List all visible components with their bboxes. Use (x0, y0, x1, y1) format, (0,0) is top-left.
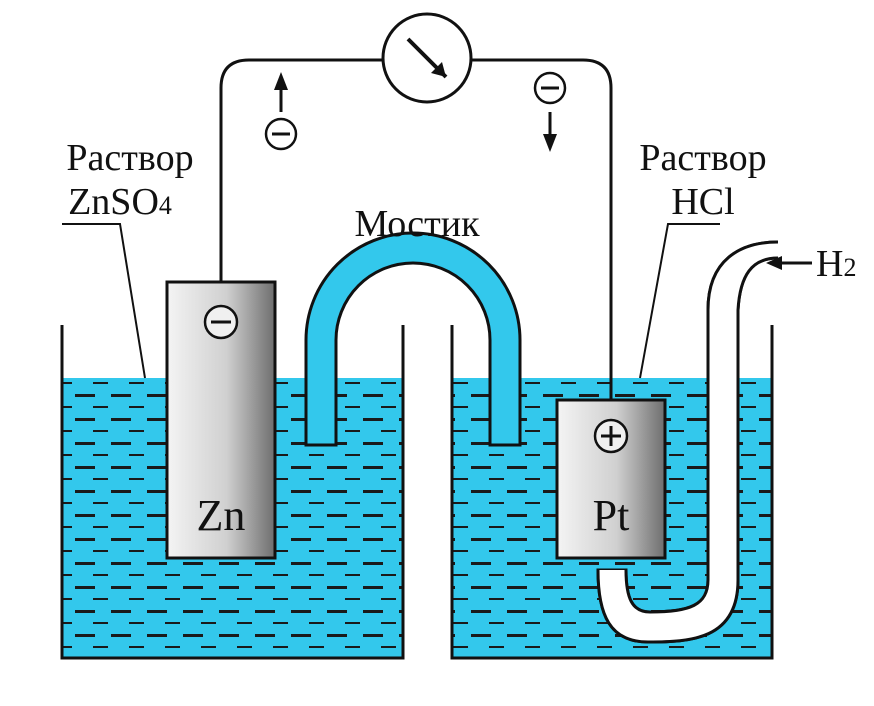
wire-right (471, 58, 613, 402)
left-solution-leader (62, 223, 146, 379)
hydrogen-tube (596, 240, 779, 644)
platinum-label: Pt (593, 491, 630, 540)
galvanometer-icon (381, 12, 473, 104)
zinc-electrode: Zn (165, 280, 277, 560)
plus-sign-icon (593, 418, 629, 454)
right-solution-label-line2: HCl (671, 181, 734, 223)
left-solution-label-line2: ZnSO4 (68, 181, 172, 223)
right-solution-leader (639, 223, 720, 379)
electron-flow-right (533, 71, 567, 152)
bridge-tube (304, 231, 522, 447)
right-solution-label-line1: Раствор (639, 137, 766, 179)
hydrogen-subscript: 2 (843, 253, 856, 282)
bridge-label: Мостик (354, 203, 480, 245)
hydrogen-inlet-label: H2 (766, 243, 856, 285)
left-beaker-wall (60, 325, 405, 660)
right-beaker-wall (450, 325, 774, 660)
hydrogen-tube-body (598, 242, 778, 642)
minus-sign-icon (203, 304, 239, 340)
electron-minus-icon (264, 117, 298, 151)
hydrogen-symbol: H (816, 243, 843, 285)
left-solution-label-line1: Раствор (66, 137, 193, 179)
platinum-electrode: Pt (555, 398, 667, 560)
zinc-label: Zn (197, 491, 246, 540)
electron-flow-left (264, 72, 298, 151)
salt-bridge (304, 231, 522, 447)
hydrogen-label: H2 (816, 243, 856, 285)
external-circuit (219, 58, 613, 402)
left-solution-formula: ZnSO (68, 181, 159, 223)
electron-minus-icon (533, 71, 567, 105)
wire-left (219, 58, 383, 282)
left-solution-subscript: 4 (159, 191, 172, 220)
